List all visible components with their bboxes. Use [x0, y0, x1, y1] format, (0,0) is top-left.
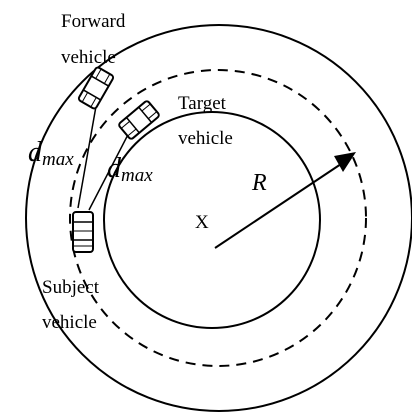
dmax-subscript-forward: max: [42, 149, 74, 170]
dmax-symbol-forward: d: [28, 137, 43, 168]
target-vehicle-label-line2: vehicle: [178, 128, 233, 149]
dmax-symbol-target: d: [107, 153, 122, 184]
radius-arrow-line: [214, 163, 342, 249]
dmax-label-target: dmax: [107, 153, 153, 186]
arrowhead-icon: [334, 152, 356, 172]
target-vehicle-icon: [118, 100, 160, 140]
dmax-subscript-target: max: [121, 165, 153, 186]
target-vehicle-label-line1: Target: [178, 93, 227, 114]
radius-label: R: [251, 170, 267, 196]
inner-road-circle: [103, 111, 321, 329]
center-mark: X: [195, 212, 209, 233]
forward-vehicle-label-line1: Forward: [61, 11, 126, 32]
subject-vehicle-label-line2: vehicle: [42, 312, 97, 333]
subject-vehicle-label-line1: Subject: [42, 277, 100, 298]
dmax-line-forward: [77, 94, 99, 209]
dmax-line-target: [88, 124, 134, 211]
forward-vehicle-icon: [77, 66, 115, 110]
lane-divider-dashed-circle: [69, 69, 367, 367]
subject-vehicle-icon: [72, 211, 94, 253]
outer-road-circle: [25, 24, 412, 412]
dmax-label-forward: dmax: [28, 137, 74, 170]
forward-vehicle-label-line2: vehicle: [61, 47, 116, 68]
